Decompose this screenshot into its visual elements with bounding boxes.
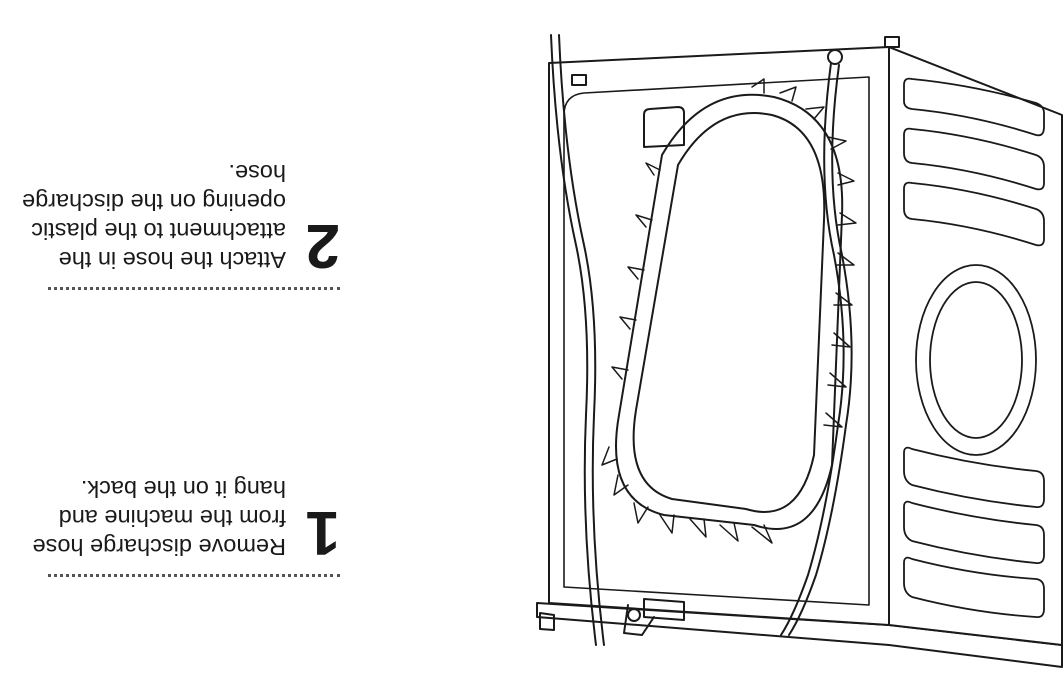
hose-clip	[539, 612, 555, 631]
washing-machine-illustration	[536, 34, 1063, 668]
step-divider	[48, 574, 340, 577]
step-2: 2 Attach the hose in the attachment to t…	[0, 140, 340, 290]
discharge-hose	[780, 49, 853, 636]
step-text: Remove discharge hose from the machine a…	[32, 476, 286, 560]
step-number: 1	[305, 498, 340, 567]
drum-housing	[615, 93, 844, 530]
foot	[884, 36, 900, 48]
hose-bracket	[643, 106, 685, 148]
step-divider	[48, 287, 340, 290]
hose-end-ring	[827, 49, 843, 65]
drain-pump	[623, 598, 685, 636]
step-1: 1 Remove discharge hose from the machine…	[0, 437, 340, 577]
step-text: Attach the hose in the attachment to the…	[22, 160, 286, 273]
power-cord	[550, 34, 605, 646]
drum-fins	[601, 78, 857, 544]
foot	[571, 74, 587, 86]
step-number: 2	[305, 211, 340, 280]
side-panel-embossing	[903, 77, 1045, 618]
